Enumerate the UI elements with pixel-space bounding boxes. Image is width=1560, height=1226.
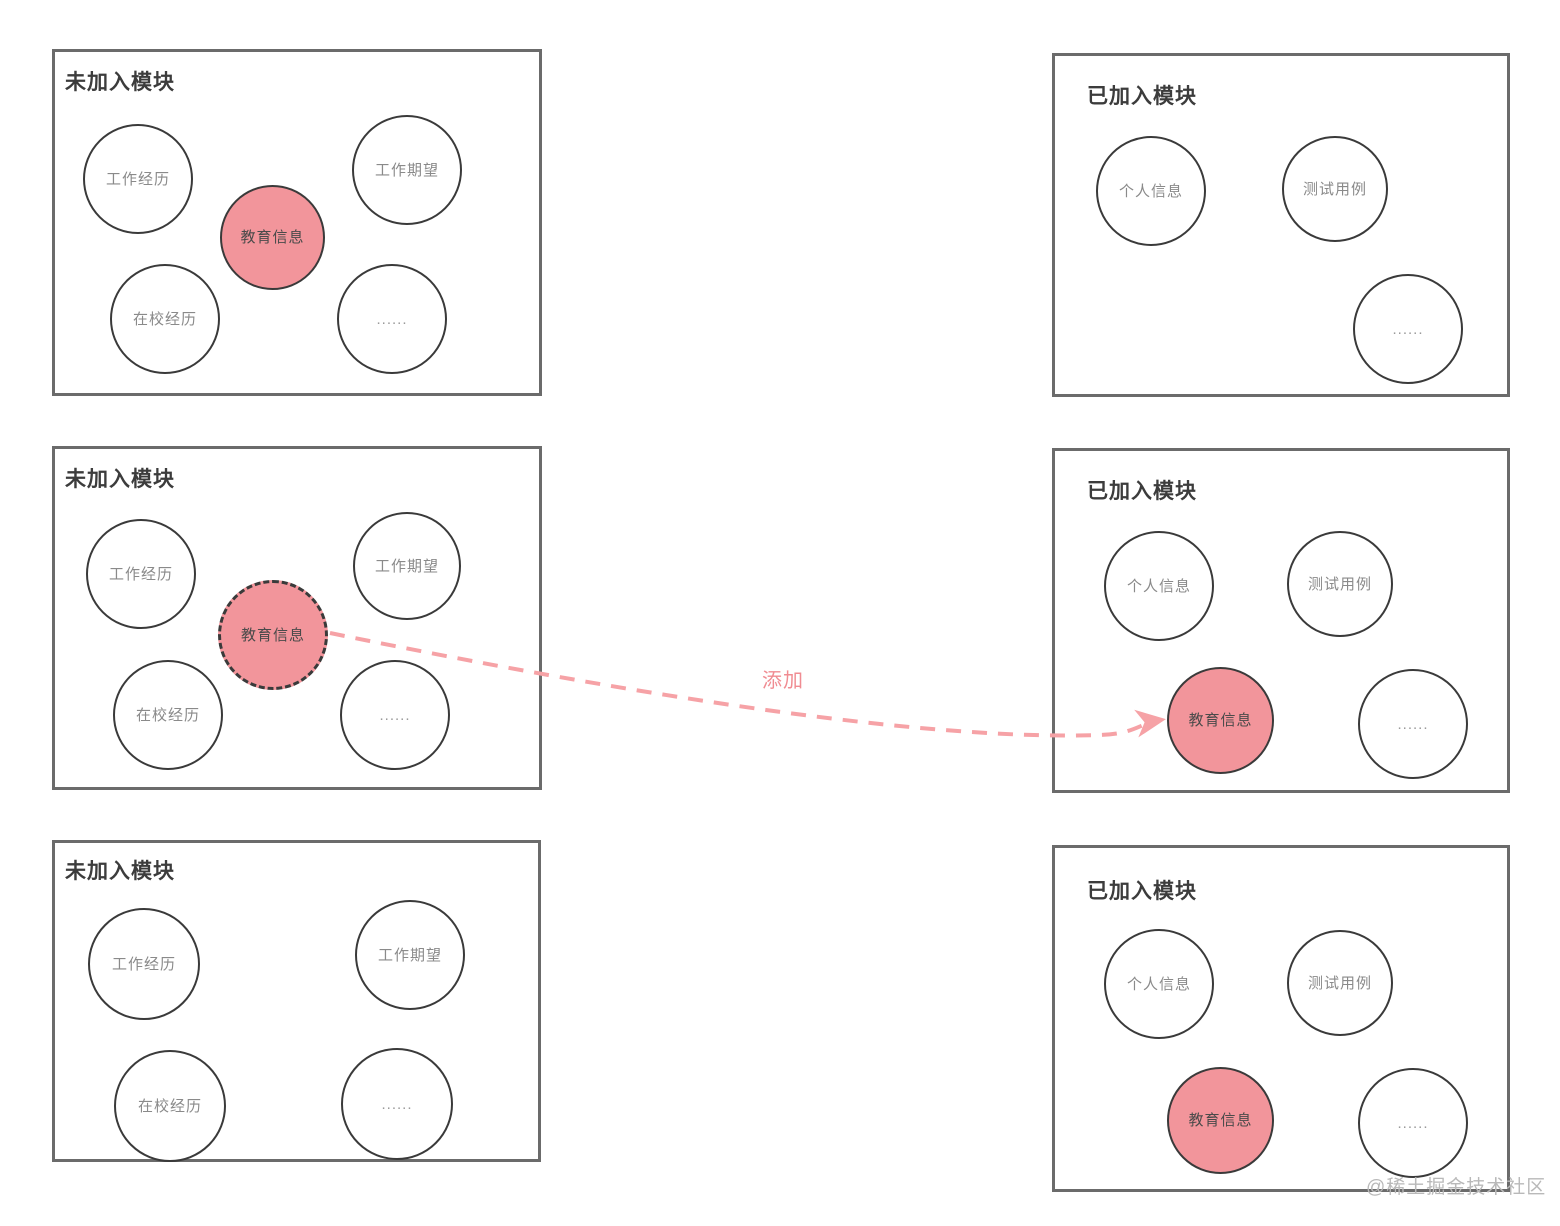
bubble-test-case-row3[interactable]: 测试用例 [1287, 930, 1393, 1036]
bubble-label: ...... [1392, 320, 1424, 338]
bubble-label: 工作经历 [108, 565, 173, 583]
bubble-education-info-row1[interactable]: 教育信息 [220, 185, 325, 290]
bubble-label: 教育信息 [240, 626, 305, 644]
bubble-more-row2-joined[interactable]: ...... [1358, 669, 1468, 779]
bubble-test-case-row2[interactable]: 测试用例 [1287, 531, 1393, 637]
bubble-more-row1-joined[interactable]: ...... [1353, 274, 1463, 384]
bubble-label: ...... [1397, 1114, 1429, 1132]
bubble-label: ...... [376, 310, 408, 328]
bubble-work-experience-row1[interactable]: 工作经历 [83, 124, 193, 234]
bubble-label: 工作经历 [105, 170, 170, 188]
bubble-school-experience-row1[interactable]: 在校经历 [110, 264, 220, 374]
panel-title-unjoined-row2: 未加入模块 [65, 468, 175, 491]
bubble-more-row3[interactable]: ...... [341, 1048, 453, 1160]
bubble-label: 教育信息 [240, 229, 305, 246]
bubble-label: 个人信息 [1118, 182, 1183, 200]
bubble-label: 测试用例 [1302, 180, 1367, 198]
bubble-education-info-row2-joined[interactable]: 教育信息 [1167, 667, 1274, 774]
bubble-education-info-row2-dragging[interactable]: 教育信息 [218, 580, 328, 690]
bubble-school-experience-row2[interactable]: 在校经历 [113, 660, 223, 770]
bubble-label: ...... [379, 706, 411, 724]
bubble-school-experience-row3[interactable]: 在校经历 [114, 1050, 226, 1162]
bubble-label: 工作经历 [111, 955, 176, 973]
bubble-label: 测试用例 [1307, 575, 1372, 593]
panel-title-joined-row3: 已加入模块 [1087, 880, 1197, 903]
bubble-more-row3-joined[interactable]: ...... [1358, 1068, 1468, 1178]
bubble-label: 在校经历 [135, 706, 200, 724]
bubble-label: 测试用例 [1307, 974, 1372, 992]
bubble-label: 工作期望 [374, 557, 439, 575]
bubble-label: 在校经历 [137, 1097, 202, 1115]
bubble-label: ...... [1397, 715, 1429, 733]
bubble-label: 个人信息 [1126, 577, 1191, 595]
bubble-test-case-row1[interactable]: 测试用例 [1282, 136, 1388, 242]
panel-title-joined-row1: 已加入模块 [1087, 85, 1197, 108]
panel-title-unjoined-row3: 未加入模块 [65, 860, 175, 883]
bubble-personal-info-row1[interactable]: 个人信息 [1096, 136, 1206, 246]
bubble-label: 工作期望 [377, 946, 442, 964]
bubble-personal-info-row2[interactable]: 个人信息 [1104, 531, 1214, 641]
bubble-label: 教育信息 [1188, 1112, 1253, 1129]
bubble-job-expectation-row1[interactable]: 工作期望 [352, 115, 462, 225]
panel-title-joined-row2: 已加入模块 [1087, 480, 1197, 503]
bubble-education-info-row3-joined[interactable]: 教育信息 [1167, 1067, 1274, 1174]
add-arrow-label: 添加 [762, 670, 804, 692]
bubble-personal-info-row3[interactable]: 个人信息 [1104, 929, 1214, 1039]
bubble-job-expectation-row2[interactable]: 工作期望 [353, 512, 461, 620]
bubble-label: ...... [381, 1095, 413, 1113]
bubble-label: 在校经历 [132, 310, 197, 328]
bubble-work-experience-row3[interactable]: 工作经历 [88, 908, 200, 1020]
bubble-work-experience-row2[interactable]: 工作经历 [86, 519, 196, 629]
bubble-label: 个人信息 [1126, 975, 1191, 993]
bubble-more-row1[interactable]: ...... [337, 264, 447, 374]
bubble-label: 教育信息 [1188, 712, 1253, 729]
bubble-label: 工作期望 [374, 161, 439, 179]
bubble-more-row2[interactable]: ...... [340, 660, 450, 770]
watermark: @稀土掘金技术社区 [1366, 1177, 1547, 1198]
bubble-job-expectation-row3[interactable]: 工作期望 [355, 900, 465, 1010]
panel-title-unjoined-row1: 未加入模块 [65, 71, 175, 94]
